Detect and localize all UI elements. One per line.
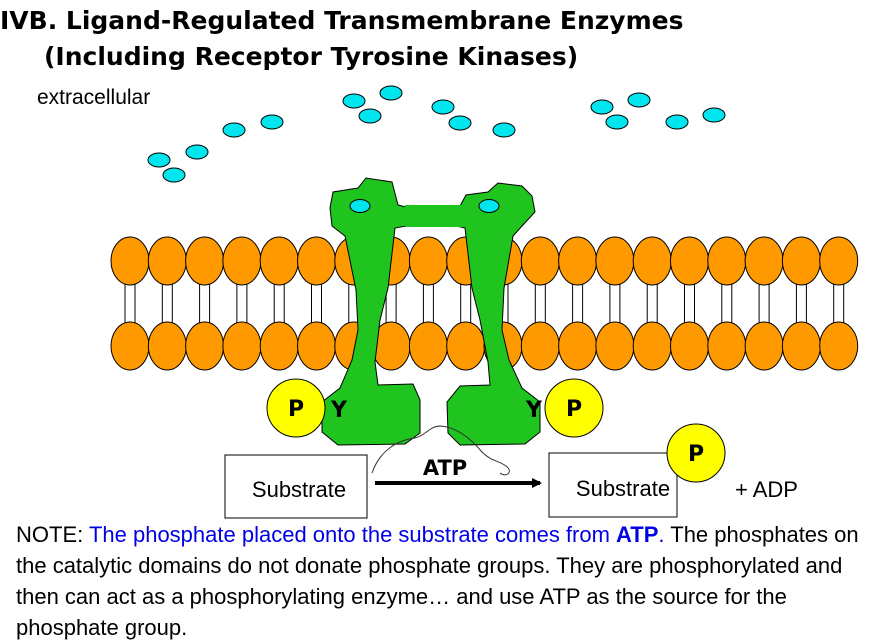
ligand [147,152,171,168]
lipid-head [259,236,299,286]
note-rest: The phosphates on the catalytic domains … [16,522,859,640]
receptor-dimer-bridge [405,205,463,227]
atp-transfer-curve [371,425,510,476]
ligand [665,114,689,130]
lipid-head [707,236,747,286]
phosphate-right-circle [544,378,604,438]
lipid-head [408,236,448,286]
lipid-head [297,321,336,371]
lipid-head [632,236,672,286]
lipid-head [185,236,225,286]
lipid-head [707,321,747,371]
lipid-head [781,321,821,371]
lipid-head [744,321,784,371]
lipid-head [781,236,821,286]
adp-label: + ADP [735,477,798,502]
lipid-head [595,321,635,371]
lipid-head [632,321,672,371]
note-blue-period: . [658,522,665,547]
ligand [702,107,726,123]
lipid-head [446,321,486,371]
lipid-head [297,236,336,286]
lipid-head [520,236,560,286]
substrate-left-label: Substrate [252,477,346,502]
lipid-head [670,321,709,371]
note-paragraph: NOTE: The phosphate placed onto the subs… [16,519,884,643]
lipid-tails [124,282,845,324]
lipid-bilayer [110,236,859,371]
note-atp: ATP [616,522,659,547]
ligand [358,108,382,124]
lipid-head [670,236,709,286]
lipid-heads-bottom [110,321,859,371]
ligand [492,122,516,138]
lipid-head [520,321,560,371]
ligand-group [147,85,726,183]
lipid-head [408,321,448,371]
tyrosine-left-label: Y [330,398,348,423]
ligand [260,114,284,130]
bound-ligand-right [478,199,500,213]
ligand [448,115,472,131]
title-line-1: IVB. Ligand-Regulated Transmembrane Enzy… [0,6,684,35]
ligand [342,93,366,109]
phosphate-product-label: P [688,442,704,467]
lipid-head [185,321,225,371]
receptor-left-subunit [321,177,421,446]
lipid-head [110,236,150,286]
phosphate-left-label: P [288,397,304,422]
ligand [185,144,209,160]
ligand [431,99,455,115]
lipid-head [147,321,187,371]
receptor-right-subunit [446,182,541,446]
phosphate-product-circle [666,423,726,483]
ligand [590,99,614,115]
receptor-tyrosine-kinase [321,177,541,446]
note-prefix: NOTE: [16,522,89,547]
phosphate-left-circle [266,378,326,438]
bound-ligand-left [349,199,371,213]
atp-label: ATP [423,456,467,480]
lipid-head [110,321,150,371]
extracellular-label: extracellular [37,86,151,109]
tyrosine-right-label: Y [525,398,543,423]
lipid-head [147,236,187,286]
lipid-head [222,321,262,371]
ligand [379,85,403,101]
ligand [605,114,629,130]
lipid-head [819,321,859,371]
note-blue-text: The phosphate placed onto the substrate … [88,522,617,547]
title-line-2: (Including Receptor Tyrosine Kinases) [44,42,579,71]
lipid-head [259,321,299,371]
lipid-head [558,236,598,286]
phosphate-right-label: P [566,397,582,422]
lipid-head [819,236,859,286]
lipid-head [558,321,598,371]
lipid-head [222,236,262,286]
lipid-head [595,236,635,286]
ligand [627,92,651,108]
substrate-box-right [548,452,678,518]
ligand [222,122,246,138]
lipid-head [744,236,784,286]
substrate-box-left [224,454,368,519]
substrate-right-label: Substrate [576,476,670,501]
ligand [162,167,186,183]
